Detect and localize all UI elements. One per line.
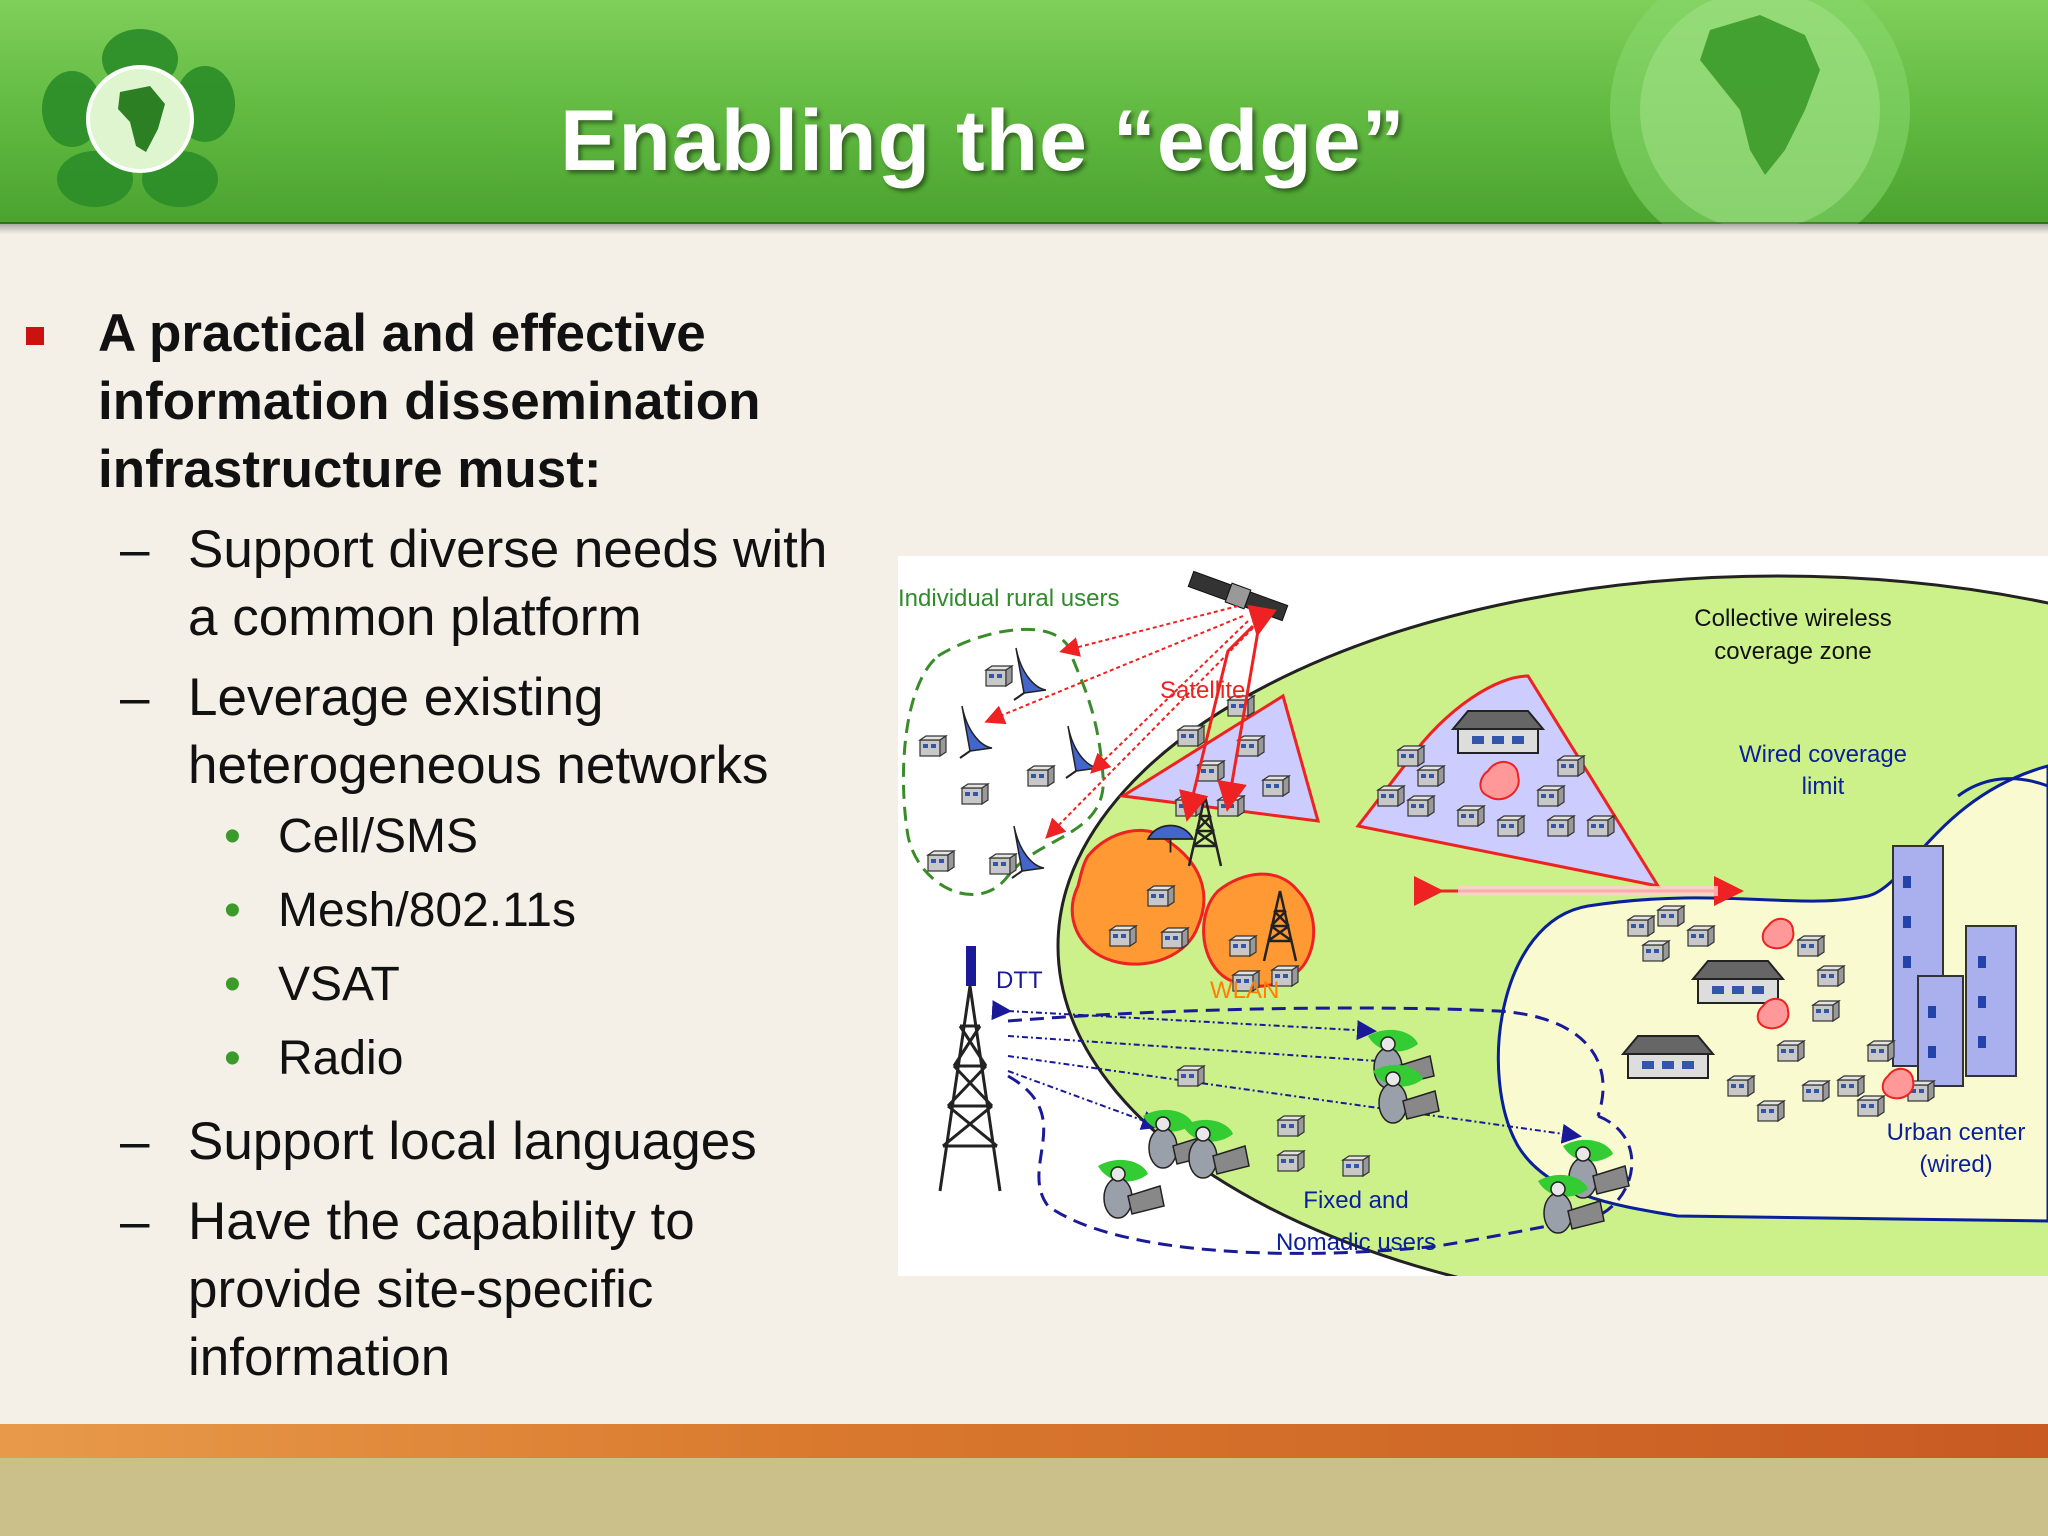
dot-bullet-icon: •: [224, 810, 241, 863]
label-urban-2: (wired): [1919, 1151, 1992, 1178]
dash-bullet-icon: –: [120, 1112, 150, 1171]
sub-point-line: Have the capability to: [188, 1192, 695, 1251]
label-dtt: DTT: [996, 967, 1043, 994]
header-shadow: [0, 222, 2048, 234]
red-cloud: [1479, 761, 1520, 801]
label-collective-zone-2: coverage zone: [1714, 638, 1871, 665]
sub-point-line: information: [188, 1328, 451, 1387]
sub-point-line: provide site-specific: [188, 1260, 654, 1319]
main-bullet: A practical and effective information di…: [20, 300, 880, 504]
label-satellite: Satellite: [1160, 677, 1245, 704]
large-building-icon: [1690, 960, 1786, 1004]
network-item: • Radio: [20, 1022, 880, 1096]
dash-bullet-icon: –: [120, 520, 150, 579]
network-diagram: Individual rural users Satellite Collect…: [898, 556, 2048, 1276]
label-wired-limit-2: limit: [1802, 773, 1845, 800]
logo-icon: [42, 29, 235, 207]
label-urban-1: Urban center: [1887, 1119, 2026, 1146]
sub-point: – Have the capability to provide site-sp…: [20, 1188, 880, 1392]
dash-bullet-icon: –: [120, 1192, 150, 1251]
slide-title: Enabling the “edge”: [560, 93, 1406, 189]
network-item: • Cell/SMS: [20, 800, 880, 874]
label-collective-zone-1: Collective wireless: [1694, 605, 1891, 632]
satellite-dish-icon: [1146, 824, 1195, 853]
large-building-icon: [1620, 1035, 1716, 1079]
rural-users-group: [901, 627, 1105, 896]
large-building-icon: [1450, 710, 1546, 754]
slide-header: Enabling the “edge”: [0, 0, 2048, 224]
label-fixed-2: Nomadic users: [1276, 1229, 1436, 1256]
dtt-coverage-boundary: [1007, 1006, 1605, 1255]
dash-bullet-icon: –: [120, 668, 150, 727]
footer-accent-bar: [0, 1424, 2048, 1458]
network-diagram-svg: Individual rural users Satellite Collect…: [898, 570, 2048, 1276]
network-item-label: Cell/SMS: [278, 810, 479, 863]
sub-point-line: Leverage existing: [188, 668, 604, 727]
label-fixed-1: Fixed and: [1303, 1187, 1408, 1214]
sub-point-line: heterogeneous networks: [188, 736, 769, 795]
sub-point-line: a common platform: [188, 588, 642, 647]
label-wired-limit-1: Wired coverage: [1739, 741, 1907, 768]
globe-icon: [1610, 0, 1910, 224]
label-rural-users: Individual rural users: [898, 585, 1119, 612]
bullet-list: A practical and effective information di…: [20, 300, 880, 1392]
sub-point: – Support local languages: [20, 1108, 880, 1176]
dot-bullet-icon: •: [224, 1032, 241, 1085]
dot-bullet-icon: •: [224, 958, 241, 1011]
footer-base: [0, 1458, 2048, 1536]
sub-point-line: Support diverse needs with: [188, 520, 828, 579]
sub-point-line: Support local languages: [188, 1112, 757, 1171]
skyscrapers-icon: [1892, 845, 2017, 1087]
network-item: • VSAT: [20, 948, 880, 1022]
red-square-bullet-icon: [26, 327, 44, 345]
sub-point: – Support diverse needs with a common pl…: [20, 516, 880, 652]
network-item: • Mesh/802.11s: [20, 874, 880, 948]
dtt-tower-icon: [938, 946, 1002, 1192]
main-bullet-line: information dissemination: [98, 372, 761, 431]
dot-bullet-icon: •: [224, 884, 241, 937]
network-item-label: VSAT: [278, 958, 400, 1011]
main-bullet-line: A practical and effective: [98, 304, 706, 363]
sub-point: – Leverage existing heterogeneous networ…: [20, 664, 880, 800]
wlan-blob: [1202, 872, 1316, 988]
network-item-label: Radio: [278, 1032, 404, 1085]
network-item-label: Mesh/802.11s: [278, 884, 576, 937]
wired-limit-line: [1957, 777, 2048, 798]
main-bullet-line: infrastructure must:: [98, 440, 602, 499]
label-wlan: WLAN: [1210, 977, 1279, 1004]
